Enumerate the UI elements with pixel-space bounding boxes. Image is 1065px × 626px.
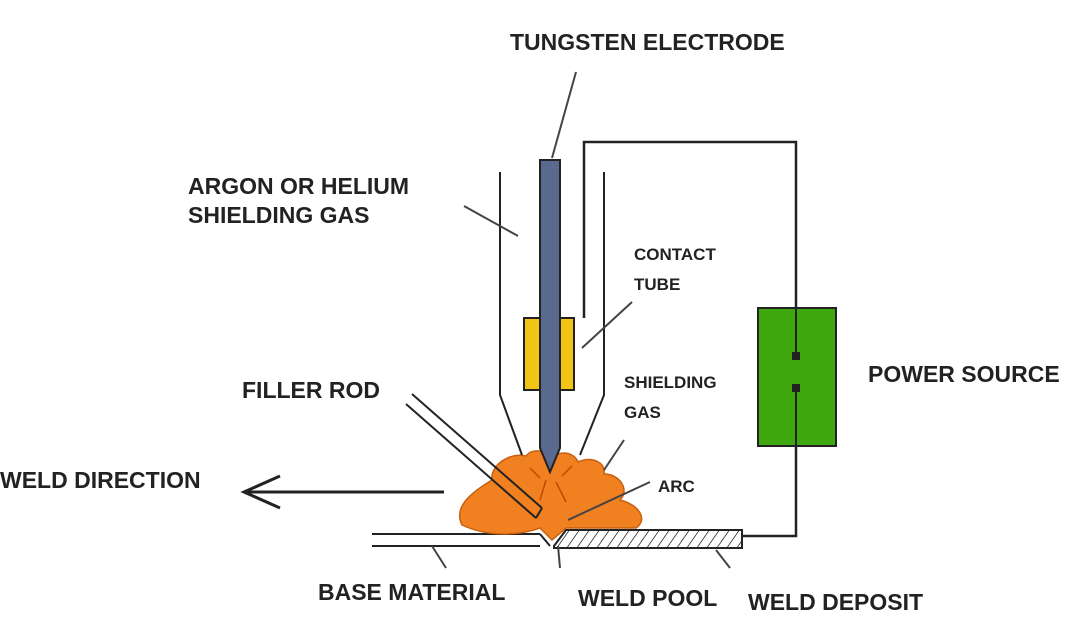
label-contact-tube-line2: TUBE <box>634 274 681 294</box>
base-material <box>372 533 551 547</box>
circuit-wire <box>582 140 798 538</box>
label-shielding-gas-line2: GAS <box>624 402 661 422</box>
tungsten-electrode <box>539 159 561 475</box>
label-argon-line1: ARGON OR HELIUM <box>188 173 410 199</box>
label-weld-pool: WELD POOL <box>578 585 718 611</box>
label-weld-deposit: WELD DEPOSIT <box>748 589 924 615</box>
label-power-source: POWER SOURCE <box>868 361 1060 387</box>
label-weld-direction: WELD DIRECTION <box>0 467 201 493</box>
label-base-material: BASE MATERIAL <box>318 579 506 605</box>
weld-deposit <box>553 529 743 549</box>
label-shielding-gas-line1: SHIELDING <box>624 373 717 392</box>
label-tungsten-electrode: TUNGSTEN ELECTRODE <box>510 29 785 55</box>
label-argon-line2: SHIELDING GAS <box>188 201 370 228</box>
label-arc: ARC <box>658 477 695 496</box>
power-source-box <box>757 307 837 447</box>
label-shielding-gas-type: ARGON OR HELIUM SHIELDING GAS <box>188 172 409 230</box>
label-contact-tube-line1: CONTACT <box>634 245 716 264</box>
filler-rod <box>405 393 543 519</box>
gas-nozzle <box>499 172 605 456</box>
weld-direction-arrow <box>240 474 444 510</box>
arc-lines <box>529 465 573 503</box>
label-contact-tube: CONTACT TUBE <box>634 240 716 300</box>
label-shielding-gas: SHIELDING GAS <box>624 368 717 428</box>
leader-lines <box>431 71 731 569</box>
label-filler-rod: FILLER ROD <box>242 377 380 403</box>
